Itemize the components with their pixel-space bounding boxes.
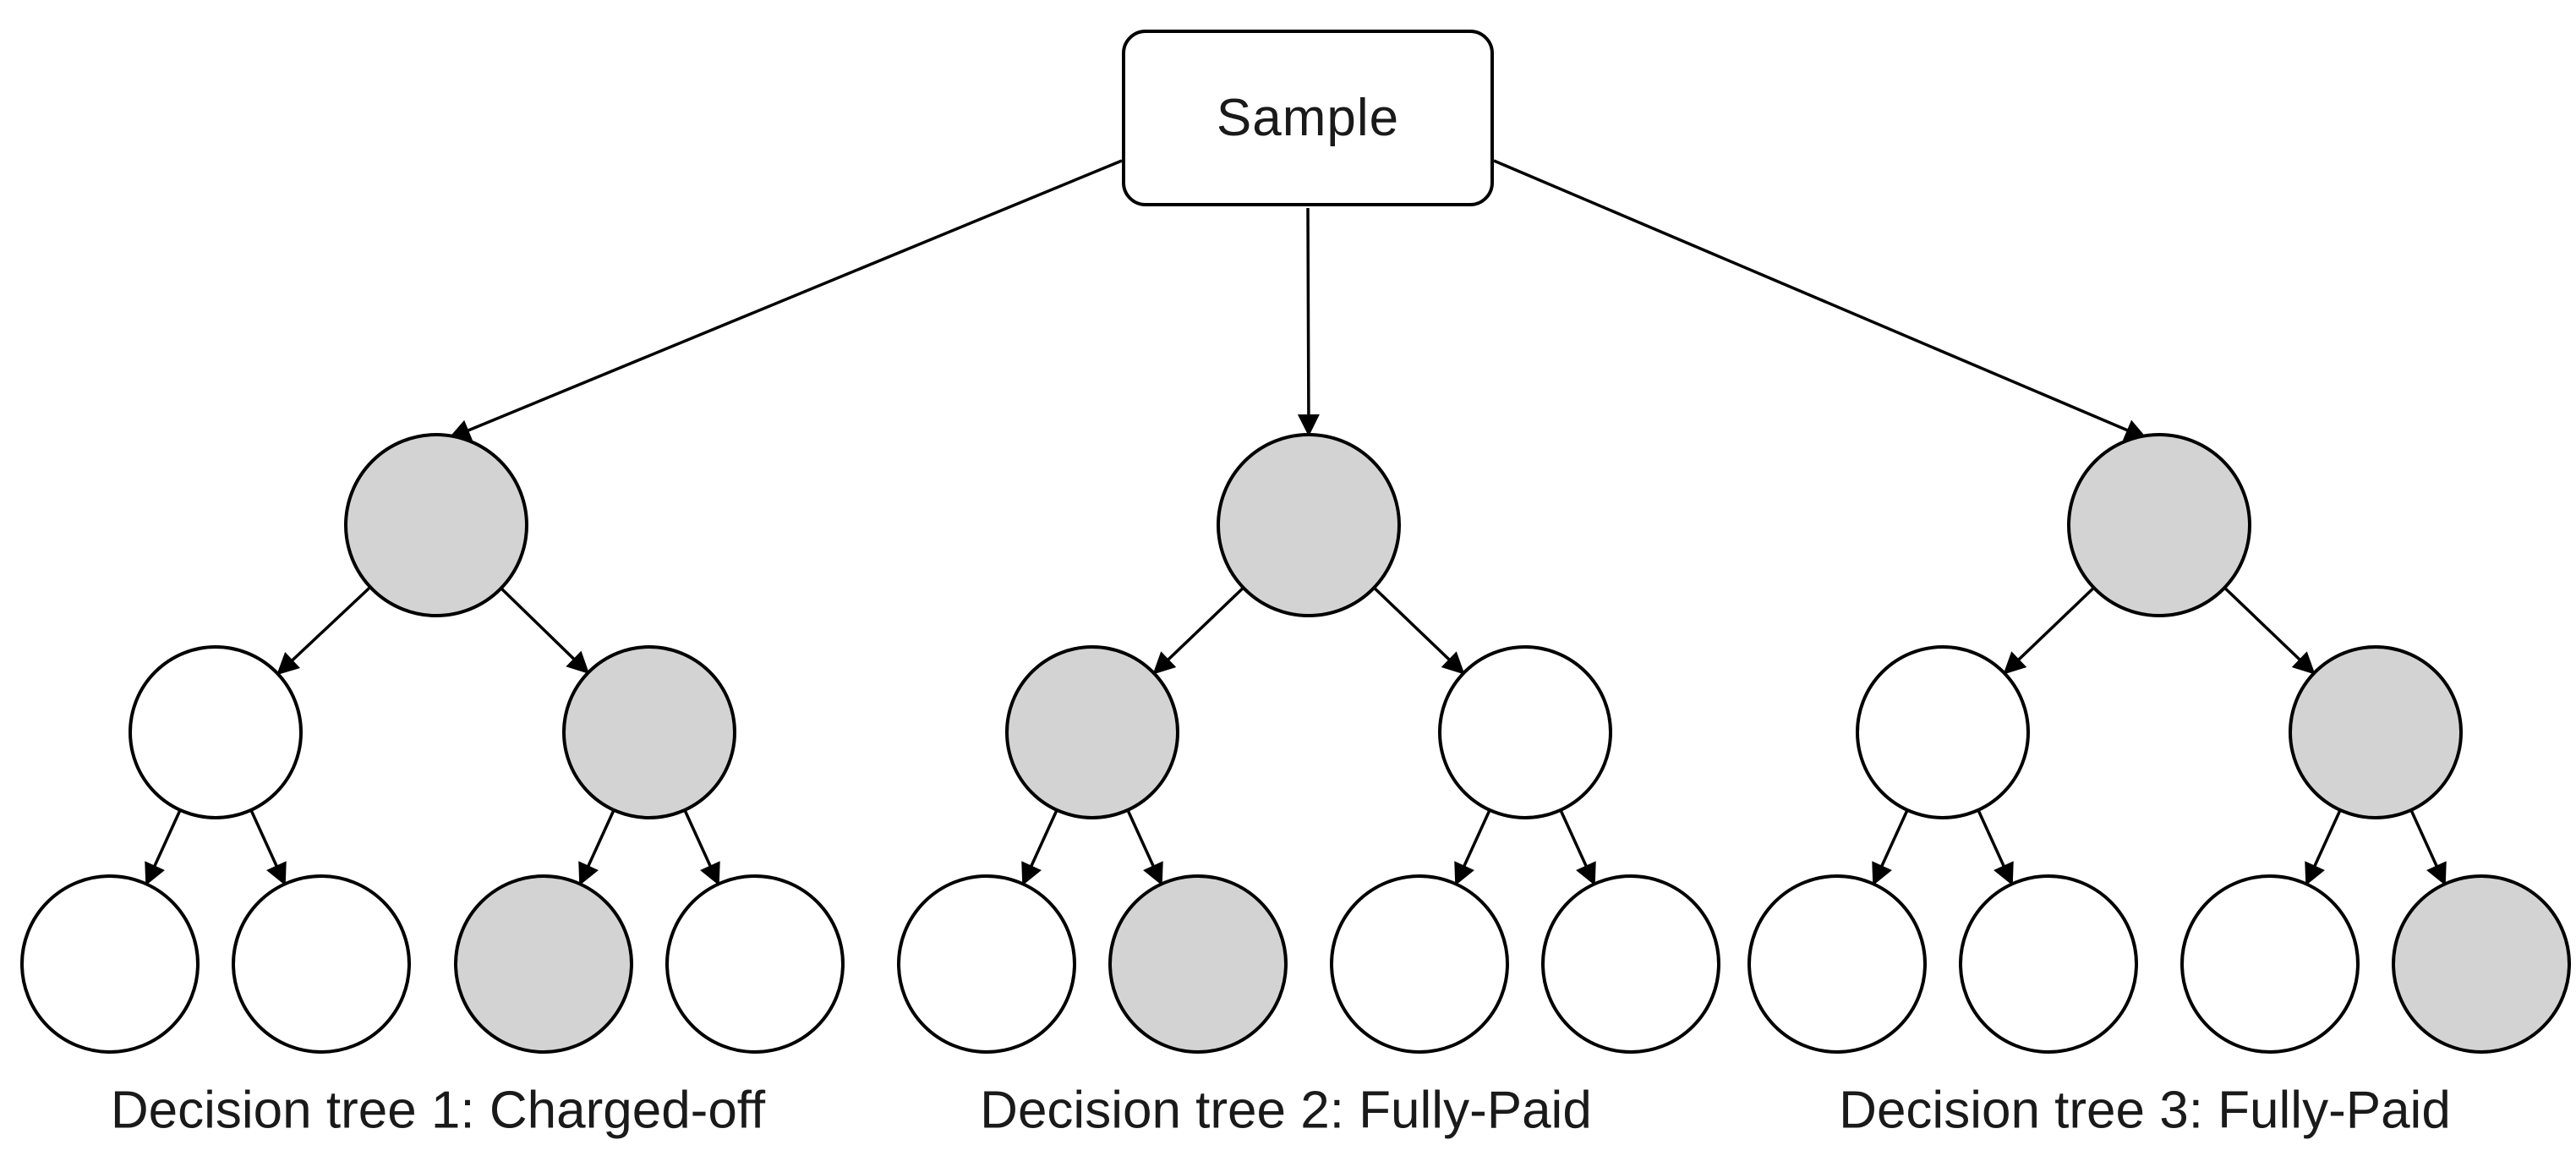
node-t1-leaf2 bbox=[232, 874, 411, 1054]
edge-t2-root-t2-right bbox=[1373, 586, 1465, 675]
node-t2-left-shaded bbox=[1005, 645, 1179, 819]
node-t3-leaf1 bbox=[1747, 874, 1927, 1054]
edge-t1-left-t1-leaf2 bbox=[249, 809, 287, 886]
node-t2-leaf3 bbox=[1330, 874, 1509, 1054]
node-t3-right-shaded bbox=[2289, 645, 2463, 819]
edge-t2-right-t2-leaf4 bbox=[1559, 809, 1596, 886]
edge-t3-right-t3-leaf4 bbox=[2409, 809, 2447, 886]
tree3-caption: Decision tree 3: Fully-Paid bbox=[1839, 1081, 2451, 1140]
edge-t3-right-t3-leaf3 bbox=[2305, 809, 2342, 886]
node-t1-leaf3-shaded bbox=[454, 874, 633, 1054]
node-t3-root-shaded bbox=[2067, 433, 2251, 617]
node-t2-root-shaded bbox=[1217, 433, 1401, 617]
node-t1-root-shaded bbox=[344, 433, 528, 617]
node-t1-left bbox=[129, 645, 303, 819]
node-t1-leaf4 bbox=[665, 874, 845, 1054]
edge-t3-root-t3-left bbox=[2003, 586, 2095, 675]
edge-t3-root-t3-right bbox=[2223, 586, 2316, 675]
node-t1-right-shaded bbox=[562, 645, 736, 819]
edge-t3-left-t3-leaf1 bbox=[1872, 809, 1909, 886]
node-t3-left bbox=[1856, 645, 2030, 819]
sample-box-label: Sample bbox=[1216, 89, 1400, 147]
edge-t1-right-t1-leaf4 bbox=[683, 809, 720, 886]
edge-t2-root-t2-left bbox=[1152, 586, 1244, 675]
node-t1-leaf1 bbox=[20, 874, 200, 1054]
edge-t1-right-t1-leaf3 bbox=[578, 809, 615, 886]
edge-t1-left-t1-leaf1 bbox=[145, 809, 182, 886]
node-t2-leaf4 bbox=[1541, 874, 1720, 1054]
node-t3-leaf4-shaded bbox=[2392, 874, 2571, 1054]
sample-box: Sample bbox=[1122, 30, 1494, 206]
edge-t1-root-t1-right bbox=[500, 587, 590, 675]
node-t2-leaf1 bbox=[897, 874, 1076, 1054]
node-t2-leaf2-shaded bbox=[1108, 874, 1288, 1054]
edge-t1-root-t1-left bbox=[276, 585, 372, 676]
edge-t2-left-t2-leaf1 bbox=[1021, 809, 1058, 886]
node-t3-leaf3 bbox=[2180, 874, 2360, 1054]
edge-t2-right-t2-leaf3 bbox=[1454, 809, 1491, 886]
tree2-caption: Decision tree 2: Fully-Paid bbox=[980, 1081, 1592, 1140]
edge-sample-t1-root bbox=[448, 159, 1123, 441]
edge-t3-left-t3-leaf2 bbox=[1977, 809, 2014, 886]
node-t2-right bbox=[1438, 645, 1612, 819]
edge-sample-t3-root bbox=[1493, 159, 2147, 441]
edge-sample-t2-root bbox=[1297, 207, 1320, 437]
edge-t2-left-t2-leaf2 bbox=[1126, 809, 1163, 886]
tree1-caption: Decision tree 1: Charged-off bbox=[110, 1081, 766, 1140]
node-t3-leaf2 bbox=[1959, 874, 2138, 1054]
